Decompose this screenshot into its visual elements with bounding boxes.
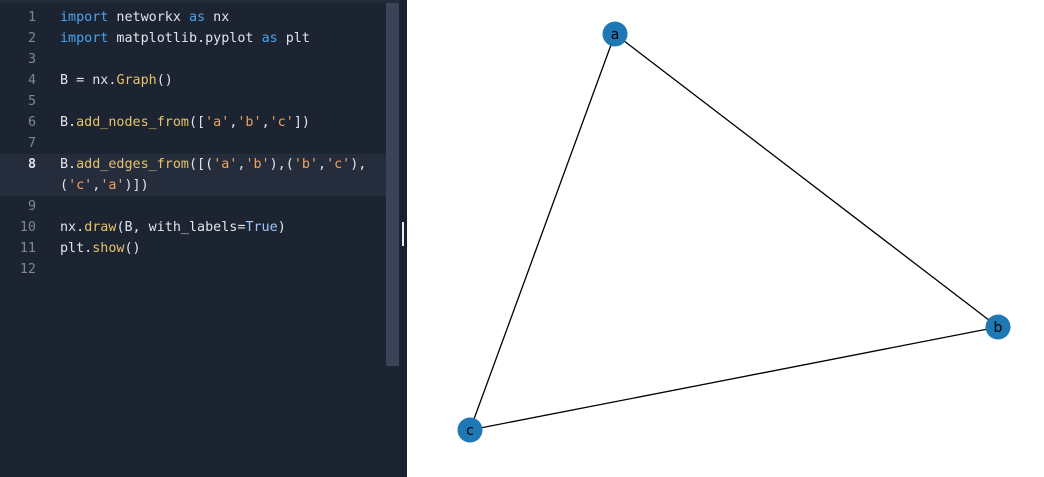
line-number: 2 bbox=[27, 31, 36, 46]
code-token: networkx bbox=[108, 10, 189, 25]
code-token: ([( bbox=[189, 157, 214, 172]
editor-scrollbar[interactable] bbox=[386, 3, 399, 366]
graph-node-label-b: b bbox=[994, 320, 1003, 336]
code-token: ]) bbox=[293, 115, 310, 130]
code-text[interactable]: import networkx as nx bbox=[60, 7, 229, 28]
code-editor[interactable]: 1 import networkx as nx 2 import matplotlib… bbox=[0, 0, 400, 477]
line-number: 11 bbox=[19, 241, 36, 256]
code-token: B. bbox=[60, 115, 77, 130]
line-number: 4 bbox=[27, 73, 36, 88]
code-line[interactable]: 4 B = nx.Graph() bbox=[0, 70, 386, 91]
code-line[interactable]: 9 bbox=[0, 196, 386, 217]
code-token: draw bbox=[84, 220, 117, 235]
code-line[interactable]: 3 bbox=[0, 49, 386, 70]
code-token: nx bbox=[205, 10, 230, 25]
graph-node-label-c: c bbox=[466, 423, 474, 439]
code-line[interactable]: 11 plt.show() bbox=[0, 238, 386, 259]
code-token: ) bbox=[277, 220, 286, 235]
code-token: 'b' bbox=[245, 157, 270, 172]
code-text[interactable]: B = nx.Graph() bbox=[60, 70, 173, 91]
editor-top-border bbox=[0, 0, 400, 3]
code-line[interactable]: 7 bbox=[0, 133, 386, 154]
code-token: )]) bbox=[124, 178, 149, 193]
code-text[interactable]: B.add_nodes_from(['a','b','c']) bbox=[60, 112, 310, 133]
line-number: 8 bbox=[27, 157, 36, 172]
code-token: 'a' bbox=[100, 178, 125, 193]
splitter-grip-handle[interactable] bbox=[402, 222, 404, 246]
code-text[interactable]: nx.draw(B, with_labels=True) bbox=[60, 217, 286, 238]
code-token: 'c' bbox=[269, 115, 294, 130]
code-token: 'b' bbox=[293, 157, 318, 172]
code-token: , bbox=[261, 115, 270, 130]
code-token: 'c' bbox=[326, 157, 351, 172]
code-token: import bbox=[60, 10, 109, 25]
code-token: ), bbox=[350, 157, 367, 172]
code-token: as bbox=[261, 31, 278, 46]
code-line[interactable]: ('c','a')]) bbox=[0, 175, 386, 196]
code-token: add_nodes_from bbox=[76, 115, 189, 130]
code-token: , bbox=[237, 157, 246, 172]
code-line[interactable]: 2 import matplotlib.pyplot as plt bbox=[0, 28, 386, 49]
line-number: 1 bbox=[27, 10, 36, 25]
graph-node-b bbox=[985, 314, 1011, 340]
code-token: , bbox=[318, 157, 327, 172]
code-token: , bbox=[92, 178, 101, 193]
line-number: 9 bbox=[27, 199, 36, 214]
code-token: B. bbox=[60, 157, 77, 172]
code-token: B = nx. bbox=[60, 73, 117, 88]
code-token: import bbox=[60, 31, 109, 46]
code-text[interactable]: ('c','a')]) bbox=[60, 175, 149, 196]
code-token: ([ bbox=[189, 115, 206, 130]
plot-output-pane: a b c bbox=[407, 0, 1044, 477]
code-token: 'c' bbox=[68, 178, 93, 193]
code-token: () bbox=[124, 241, 141, 256]
graph-edge-a-b bbox=[614, 33, 999, 328]
graph-node-c bbox=[457, 417, 483, 443]
code-token: () bbox=[156, 73, 173, 88]
code-line[interactable]: 12 bbox=[0, 259, 386, 280]
line-number: 6 bbox=[27, 115, 36, 130]
code-text[interactable]: B.add_edges_from([('a','b'),('b','c'), bbox=[60, 154, 366, 175]
code-token: True bbox=[245, 220, 278, 235]
graph-edge-c-a bbox=[469, 33, 616, 431]
graph-edge-b-c bbox=[469, 326, 999, 431]
code-token: nx. bbox=[60, 220, 85, 235]
code-line[interactable]: 10 nx.draw(B, with_labels=True) bbox=[0, 217, 386, 238]
code-text[interactable]: import matplotlib.pyplot as plt bbox=[60, 28, 310, 49]
code-token: Graph bbox=[116, 73, 157, 88]
code-token: plt. bbox=[60, 241, 93, 256]
graph-node-a bbox=[602, 21, 628, 47]
code-token: as bbox=[189, 10, 206, 25]
graph-node-label-a: a bbox=[611, 27, 620, 43]
code-token: matplotlib.pyplot bbox=[108, 31, 262, 46]
line-number: 12 bbox=[19, 262, 36, 277]
code-token: 'a' bbox=[205, 115, 230, 130]
line-number: 7 bbox=[27, 136, 36, 151]
line-number: 3 bbox=[27, 52, 36, 67]
code-line[interactable]: 5 bbox=[0, 91, 386, 112]
code-token: plt bbox=[277, 31, 310, 46]
code-token: add_edges_from bbox=[76, 157, 189, 172]
code-token: , bbox=[229, 115, 238, 130]
code-token: ( bbox=[60, 178, 69, 193]
line-number: 5 bbox=[27, 94, 36, 109]
line-number: 10 bbox=[19, 220, 36, 235]
code-token: 'a' bbox=[213, 157, 238, 172]
code-token: (B, with_labels= bbox=[116, 220, 246, 235]
code-line[interactable]: 1 import networkx as nx bbox=[0, 7, 386, 28]
code-token: ),( bbox=[269, 157, 294, 172]
code-text[interactable]: plt.show() bbox=[60, 238, 141, 259]
code-lines[interactable]: 1 import networkx as nx 2 import matplotlib… bbox=[0, 7, 386, 280]
code-token: show bbox=[92, 241, 125, 256]
network-graph: a b c bbox=[457, 21, 1011, 443]
code-token: 'b' bbox=[237, 115, 262, 130]
